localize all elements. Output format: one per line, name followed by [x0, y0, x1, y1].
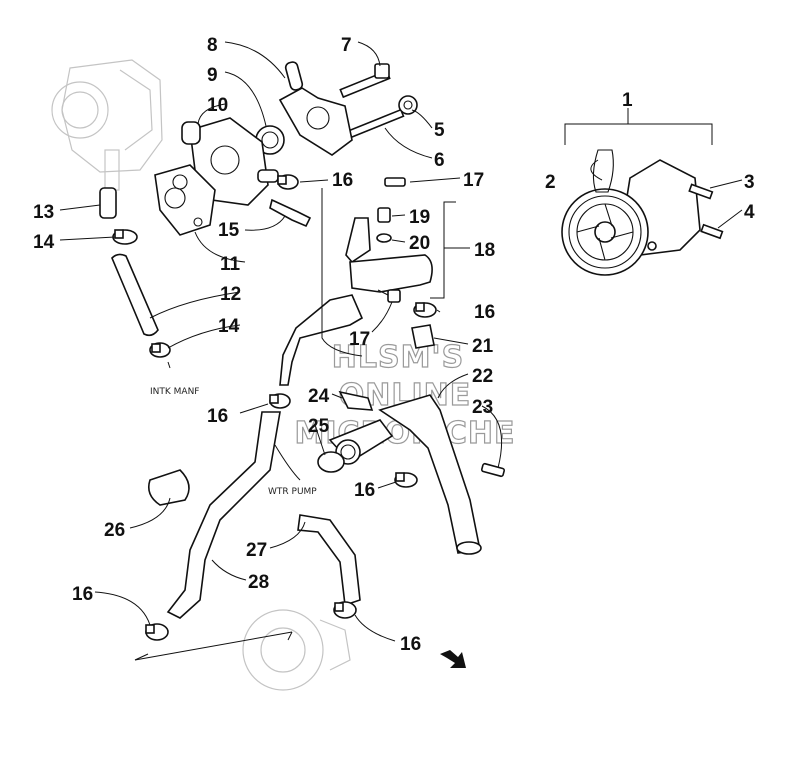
- callout-3: 3: [744, 172, 755, 193]
- front-direction-arrow-icon: [440, 650, 466, 668]
- clamp-16-3: [269, 393, 291, 409]
- callout-26: 26: [104, 520, 125, 541]
- callout-4: 4: [744, 202, 755, 223]
- watermark-line-1: HLSM'S: [332, 340, 464, 375]
- callout-17-upper: 17: [463, 170, 484, 191]
- intake-manifold-note: INTK MANF: [150, 387, 199, 397]
- throttle-body-ghost: [51, 59, 163, 191]
- callout-16-a: 16: [332, 170, 353, 191]
- clamp-14-lower: [149, 342, 171, 358]
- callout-11: 11: [220, 254, 241, 275]
- callout-16-e: 16: [72, 584, 93, 605]
- callout-28: 28: [248, 572, 269, 593]
- callout-23: 23: [472, 397, 493, 418]
- callout-7: 7: [341, 35, 352, 56]
- callout-21: 21: [472, 336, 494, 357]
- callout-numbers: 1 2 3 4 5 6 7 8 9 10 11 12 13 14 14 15 1…: [33, 35, 755, 655]
- callout-10: 10: [207, 95, 228, 116]
- clamp-16-2: [413, 302, 437, 318]
- leader-lines: [59, 41, 743, 661]
- clamp-16-1: [277, 174, 299, 190]
- clamp-16-6: [333, 601, 357, 619]
- callout-16-b: 16: [474, 302, 495, 323]
- callout-19: 19: [409, 207, 430, 228]
- water-pump-note: WTR PUMP: [268, 487, 317, 497]
- callout-16-f: 16: [400, 634, 421, 655]
- callout-24: 24: [308, 386, 330, 407]
- pulley-ghost: [242, 609, 351, 691]
- hose-clamps: [112, 174, 437, 641]
- callout-2: 2: [545, 172, 556, 193]
- callout-9: 9: [207, 65, 218, 86]
- callout-1: 1: [622, 90, 633, 111]
- clamp-16-4: [394, 472, 418, 488]
- water-pump-assembly: [561, 108, 724, 276]
- callout-8: 8: [207, 35, 218, 56]
- callout-27: 27: [246, 540, 267, 561]
- callout-18: 18: [474, 240, 495, 261]
- callout-20: 20: [409, 233, 430, 254]
- clamp-14-upper: [112, 229, 138, 245]
- callout-12: 12: [220, 284, 241, 305]
- callout-16-d: 16: [354, 480, 375, 501]
- callout-16-c: 16: [207, 406, 228, 427]
- thermostat-housing-group: [154, 61, 418, 236]
- hoses-pipes: [99, 177, 506, 619]
- callout-22: 22: [472, 366, 493, 387]
- callout-6: 6: [434, 150, 445, 171]
- clamp-16-5: [145, 623, 169, 641]
- callout-5: 5: [434, 120, 445, 141]
- callout-14-upper: 14: [33, 232, 55, 253]
- callout-14-lower: 14: [218, 316, 240, 337]
- callout-17-lower: 17: [349, 329, 370, 350]
- callout-13: 13: [33, 202, 54, 223]
- callout-15: 15: [218, 220, 240, 241]
- callout-25: 25: [308, 416, 330, 437]
- watermark: HLSM'S ONLINE MICROFICHE: [294, 339, 515, 451]
